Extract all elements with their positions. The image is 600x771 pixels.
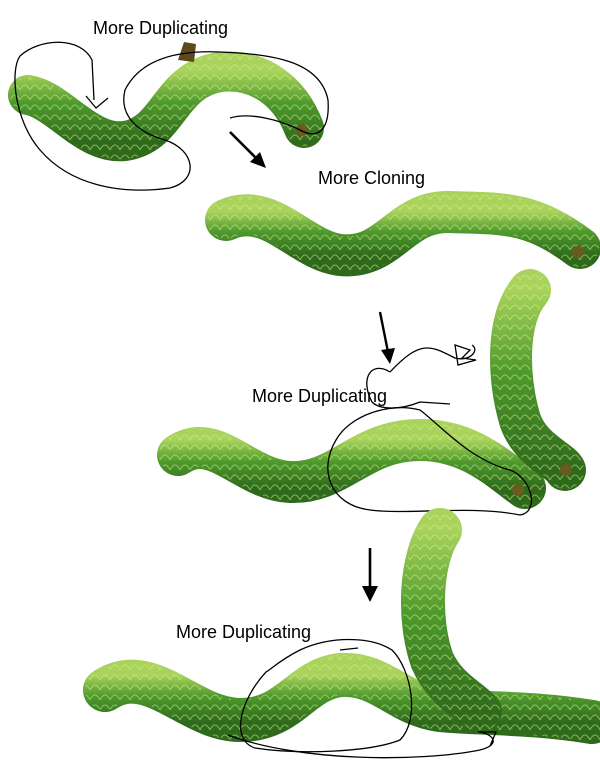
vine-step-3 [157, 269, 586, 509]
step-2-caption: More Cloning [318, 168, 426, 188]
sketch-outline-step-3 [327, 344, 532, 516]
down-right-arrow-icon [229, 131, 266, 168]
down-arrow-icon [378, 311, 395, 364]
step-1-caption: More Duplicating [93, 18, 229, 38]
step-4-caption: More Duplicating [176, 622, 312, 642]
down-arrow-icon [362, 548, 378, 602]
sketch-outline-step-1 [14, 41, 329, 191]
vine-step-2 [205, 191, 600, 277]
step-3-caption: More Duplicating [252, 386, 388, 406]
vine-step-4 [83, 508, 600, 744]
sketch-outline-step-4 [227, 638, 497, 759]
